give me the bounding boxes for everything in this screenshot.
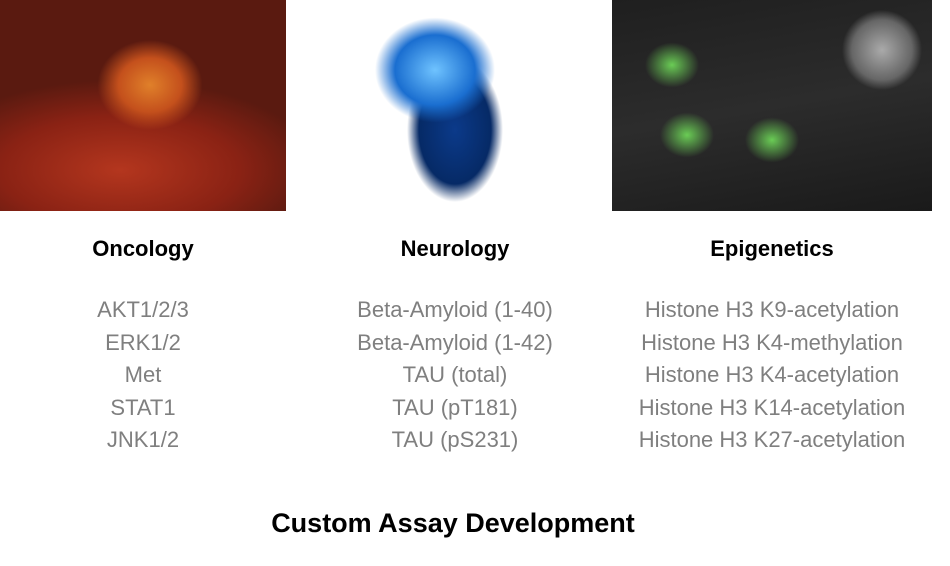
tumor-cell-image [0,0,286,211]
list-item: Histone H3 K4-methylation [641,329,903,355]
list-item: AKT1/2/3 [97,297,189,322]
oncology-heading: Oncology [92,236,194,261]
brain-head-image [345,0,541,205]
list-item: Histone H3 K14-acetylation [638,394,906,420]
neurology-heading: Neurology [400,236,510,261]
list-item: TAU (total) [402,362,508,387]
list-item: TAU (pT181) [392,394,518,420]
footer-title: Custom Assay Development [271,508,635,538]
list-item: Histone H3 K27-acetylation [638,427,906,452]
list-item: Beta-Amyloid (1-40) [357,297,553,322]
list-item: Met [124,362,162,387]
oncology-column: Oncology AKT1/2/3 ERK1/2 Met STAT1 JNK1/… [0,232,308,457]
list-item: ERK1/2 [105,329,181,355]
list-item: Histone H3 K9-acetylation [644,297,900,322]
epigenetics-heading: Epigenetics [710,236,834,261]
list-item: STAT1 [110,394,176,420]
list-item: Beta-Amyloid (1-42) [357,329,553,355]
list-item: JNK1/2 [106,427,180,452]
epigenetics-column: Epigenetics Histone H3 K9-acetylation Hi… [607,232,937,457]
list-item: Histone H3 K4-acetylation [644,362,900,387]
chromatin-histone-image [612,0,932,211]
list-item: TAU (pS231) [391,427,519,452]
neurology-column: Neurology Beta-Amyloid (1-40) Beta-Amylo… [290,232,620,457]
